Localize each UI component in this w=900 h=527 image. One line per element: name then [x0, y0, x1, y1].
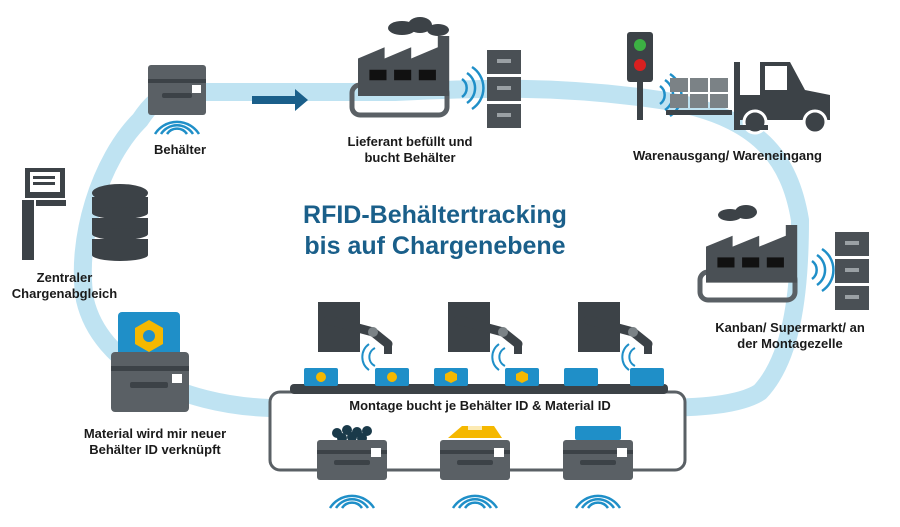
lieferant-factory-icon [358, 36, 450, 96]
conveyor-belt [290, 384, 668, 394]
kanban-server-icon [835, 232, 869, 310]
part-block-1 [304, 368, 338, 386]
computer-terminal-icon [22, 168, 66, 260]
robot-3-icon [578, 302, 652, 354]
bottom-bin-1-icon [317, 440, 387, 480]
database-icon [92, 184, 148, 261]
behaelter-bin-icon [148, 65, 206, 115]
bottom-bin-3-icon [563, 440, 633, 480]
label-lieferant: Lieferant befüllt und bucht Behälter [330, 134, 490, 166]
bottom-bin-3-rfid-icon [574, 494, 622, 510]
part-block-6 [630, 368, 664, 386]
robot-2-icon [448, 302, 522, 354]
traffic-light-icon [627, 32, 653, 120]
kanban-rfid-icon [810, 247, 835, 293]
robot-1-icon [318, 302, 392, 354]
title-line-1: RFID-Behältertracking [303, 201, 567, 229]
label-zentral-line-1: Zentraler [36, 270, 93, 285]
bottom-bin-2-rfid-icon [451, 494, 499, 510]
cloud-icon [718, 205, 757, 221]
label-material-line-1: Material wird mir neuer [83, 426, 227, 441]
label-zentral: Zentraler Chargenabgleich [2, 270, 127, 302]
title-line-2: bis auf Chargenebene [304, 232, 566, 260]
part-block-3 [434, 368, 468, 386]
label-lieferant-line-1: Lieferant befüllt und [347, 134, 473, 149]
label-behaelter: Behälter [153, 142, 207, 157]
material-bin-icon [111, 312, 189, 412]
lieferant-server-icon [487, 50, 521, 128]
part-block-4 [505, 368, 539, 386]
kanban-factory-icon [706, 225, 798, 283]
cloud-icon [388, 17, 449, 36]
label-kanban-line-2: der Montagezelle [737, 336, 843, 351]
label-montage: Montage bucht je Behälter ID & Material … [349, 398, 611, 413]
bottom-bin-3-contents [575, 426, 621, 440]
label-kanban: Kanban/ Supermarkt/ an der Montagezelle [690, 320, 890, 352]
label-lieferant-line-2: bucht Behälter [364, 150, 456, 165]
label-material-line-2: Behälter ID verknüpft [89, 442, 221, 457]
forklift-icon [734, 62, 830, 135]
behaelter-rfid-icon [153, 120, 201, 136]
bottom-bin-1-rfid-icon [328, 494, 376, 510]
label-zentral-line-2: Chargenabgleich [11, 286, 118, 301]
part-block-2 [375, 368, 409, 386]
label-kanban-line-1: Kanban/ Supermarkt/ an [715, 320, 865, 335]
station-rfid-icon [361, 343, 636, 371]
bottom-bin-2-contents [448, 424, 502, 438]
label-material: Material wird mir neuer Behälter ID verk… [60, 426, 250, 458]
pallet-boxes-icon [666, 78, 732, 115]
flow-arrow-icon [252, 89, 308, 111]
label-warenausgang: Warenausgang/ Wareneingang [632, 148, 822, 163]
bottom-bin-2-icon [440, 440, 510, 480]
diagram-title: RFID-Behältertracking bis auf Chargenebe… [270, 200, 600, 262]
part-block-5 [564, 368, 598, 386]
